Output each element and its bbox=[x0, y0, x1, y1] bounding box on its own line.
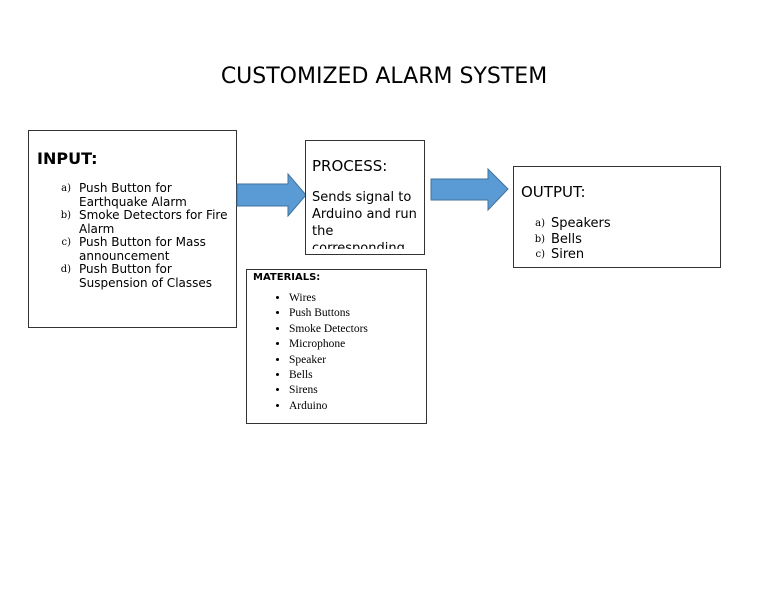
list-marker: c) bbox=[61, 237, 71, 248]
list-marker: a) bbox=[61, 183, 71, 194]
list-item: Sirens bbox=[289, 383, 426, 398]
list-item: Microphone bbox=[289, 337, 426, 352]
list-marker: d) bbox=[60, 264, 71, 275]
list-marker: b) bbox=[60, 210, 71, 221]
list-text: Bells bbox=[551, 231, 582, 247]
list-item: Bells bbox=[289, 368, 426, 383]
process-text: Sends signal to Arduino and run the corr… bbox=[312, 190, 417, 249]
process-heading: PROCESS: bbox=[312, 157, 388, 175]
list-item: Push Buttons bbox=[289, 306, 426, 321]
list-item: b) Bells bbox=[521, 232, 720, 248]
list-item: a) Speakers bbox=[521, 216, 720, 232]
list-item: d) Push Button for Suspension of Classes bbox=[37, 262, 236, 290]
materials-list: Wires Push Buttons Smoke Detectors Micro… bbox=[253, 291, 426, 414]
input-list: a) Push Button for Earthquake Alarm b) Smo… bbox=[37, 181, 236, 290]
materials-box: MATERIALS: Wires Push Buttons Smoke Dete… bbox=[246, 269, 427, 424]
list-item: Smoke Detectors bbox=[289, 322, 426, 337]
output-box: OUTPUT: a) Speakers b) Bells c) Siren bbox=[513, 166, 721, 268]
diagram-title: CUSTOMIZED ALARM SYSTEM bbox=[220, 64, 548, 89]
list-text: Push Button for Suspension of Classes bbox=[79, 262, 213, 290]
process-box: PROCESS: Sends signal to Arduino and run… bbox=[305, 140, 425, 255]
list-item: Wires bbox=[289, 291, 426, 306]
list-item: c) Siren bbox=[521, 247, 720, 263]
list-text: Push Button for Earthquake Alarm bbox=[79, 181, 187, 209]
list-item: Speaker bbox=[289, 353, 426, 368]
list-item: a) Push Button for Earthquake Alarm bbox=[37, 181, 236, 209]
list-item: c) Push Button for Mass announcement bbox=[37, 235, 236, 263]
list-marker: c) bbox=[535, 249, 545, 260]
input-heading: INPUT: bbox=[37, 149, 98, 168]
list-marker: b) bbox=[534, 233, 545, 245]
list-text: Siren bbox=[551, 247, 585, 262]
output-heading: OUTPUT: bbox=[521, 183, 586, 201]
list-item: Arduino bbox=[289, 399, 426, 414]
materials-heading: MATERIALS: bbox=[253, 272, 321, 283]
output-list: a) Speakers b) Bells c) Siren bbox=[521, 216, 720, 263]
list-item: b) Smoke Detectors for Fire Alarm bbox=[37, 208, 236, 236]
arrow-input-to-process bbox=[236, 173, 307, 218]
list-text: Push Button for Mass announcement bbox=[79, 235, 206, 263]
list-marker: a) bbox=[535, 218, 545, 229]
input-box: INPUT: a) Push Button for Earthquake Alar… bbox=[28, 130, 237, 328]
list-text: Smoke Detectors for Fire Alarm bbox=[79, 208, 228, 236]
list-text: Speakers bbox=[551, 216, 611, 231]
arrow-process-to-output bbox=[430, 168, 509, 212]
